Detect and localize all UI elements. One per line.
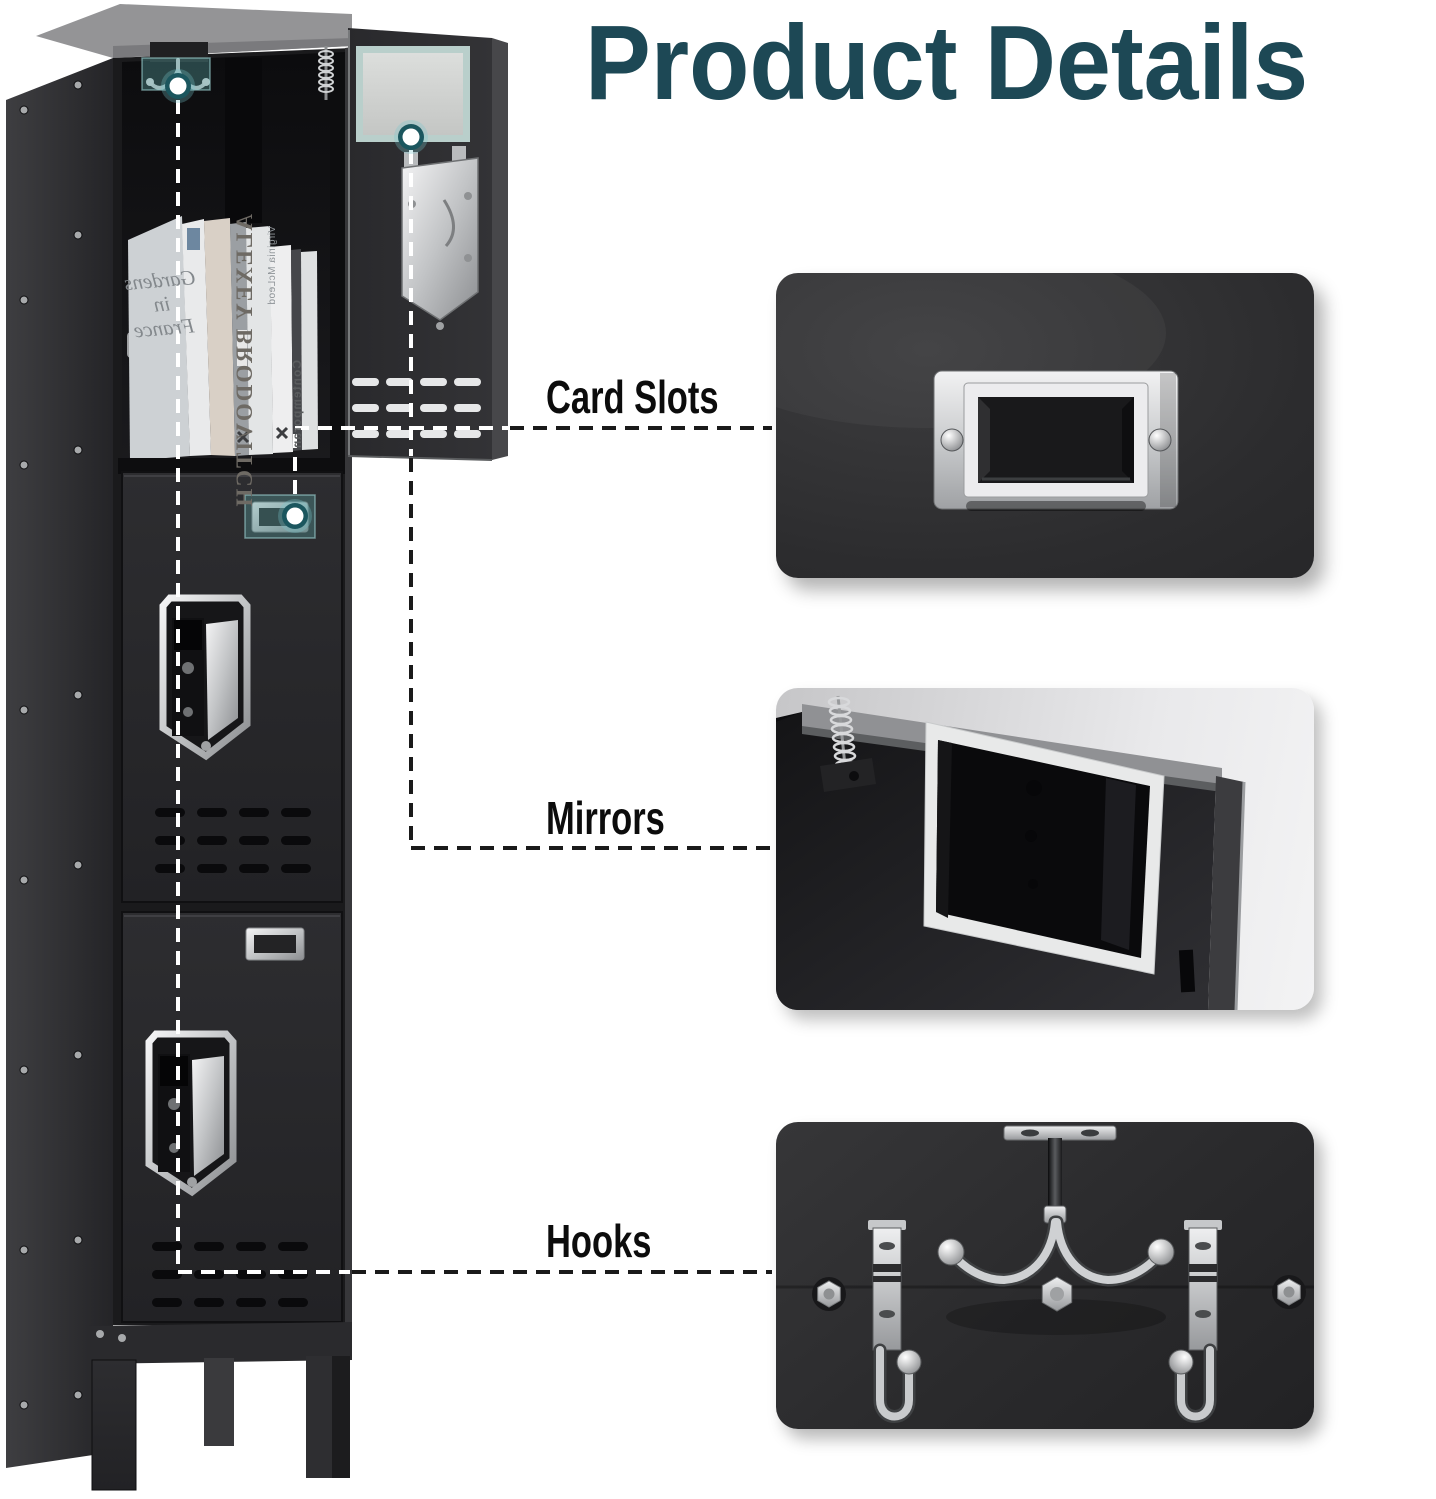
callout-label-mirrors: Mirrors — [546, 792, 665, 844]
hex-bolt-icon — [1271, 1274, 1307, 1310]
rivets — [19, 80, 83, 1410]
latch-slot — [1178, 949, 1196, 993]
locker-side-panel — [6, 58, 113, 1468]
door-3 — [121, 911, 343, 1323]
mirror-closeup — [776, 695, 1246, 1010]
vent-slots-open-door — [352, 378, 481, 438]
card-slot-closeup — [776, 273, 1179, 511]
mirror-icon — [923, 721, 1165, 975]
hooks-marker-dot — [161, 69, 195, 103]
book-spine-virginia: Virginia McLeod — [267, 226, 278, 306]
card-slot-frame-icon — [933, 370, 1179, 511]
mirrors-detail-panel — [776, 688, 1314, 1010]
spring-icon — [820, 695, 876, 792]
card-slot-marker-dot — [278, 499, 312, 533]
callout-label-card-slots: Card Slots — [546, 371, 719, 423]
hooks-closeup — [776, 1125, 1314, 1429]
mirror — [356, 46, 470, 142]
hex-bolt-icon — [812, 1277, 846, 1311]
door-handle — [159, 594, 251, 761]
door-handle — [149, 1034, 233, 1192]
locker-base — [88, 1322, 352, 1491]
spring-icon — [318, 46, 334, 100]
open-door — [347, 28, 508, 461]
side-hook-icon — [1169, 1220, 1222, 1417]
callout-label-hooks: Hooks — [546, 1215, 652, 1267]
books — [128, 216, 318, 461]
vent-slots-door-3 — [152, 1242, 308, 1307]
frame-gap — [118, 458, 345, 474]
side-hook-icon — [868, 1220, 922, 1423]
label-holder-door-3 — [245, 927, 305, 961]
vent-slots-door-2 — [155, 808, 311, 873]
page-title: Product Details — [585, 4, 1309, 122]
double-hook-icon — [937, 1125, 1175, 1312]
book-spine-alexey: ALEXEY BRODOVITCH — [232, 214, 257, 509]
card-slots-detail-panel — [776, 273, 1314, 578]
hooks-detail-panel — [776, 1122, 1314, 1429]
book-spine-contemporan: Contemporan — [290, 360, 304, 449]
latch-mechanism — [401, 146, 479, 330]
dashed-connectors — [176, 100, 772, 1274]
book-spine-gardens: Gardens in France — [123, 265, 197, 343]
mirror-marker-dot — [394, 120, 428, 154]
